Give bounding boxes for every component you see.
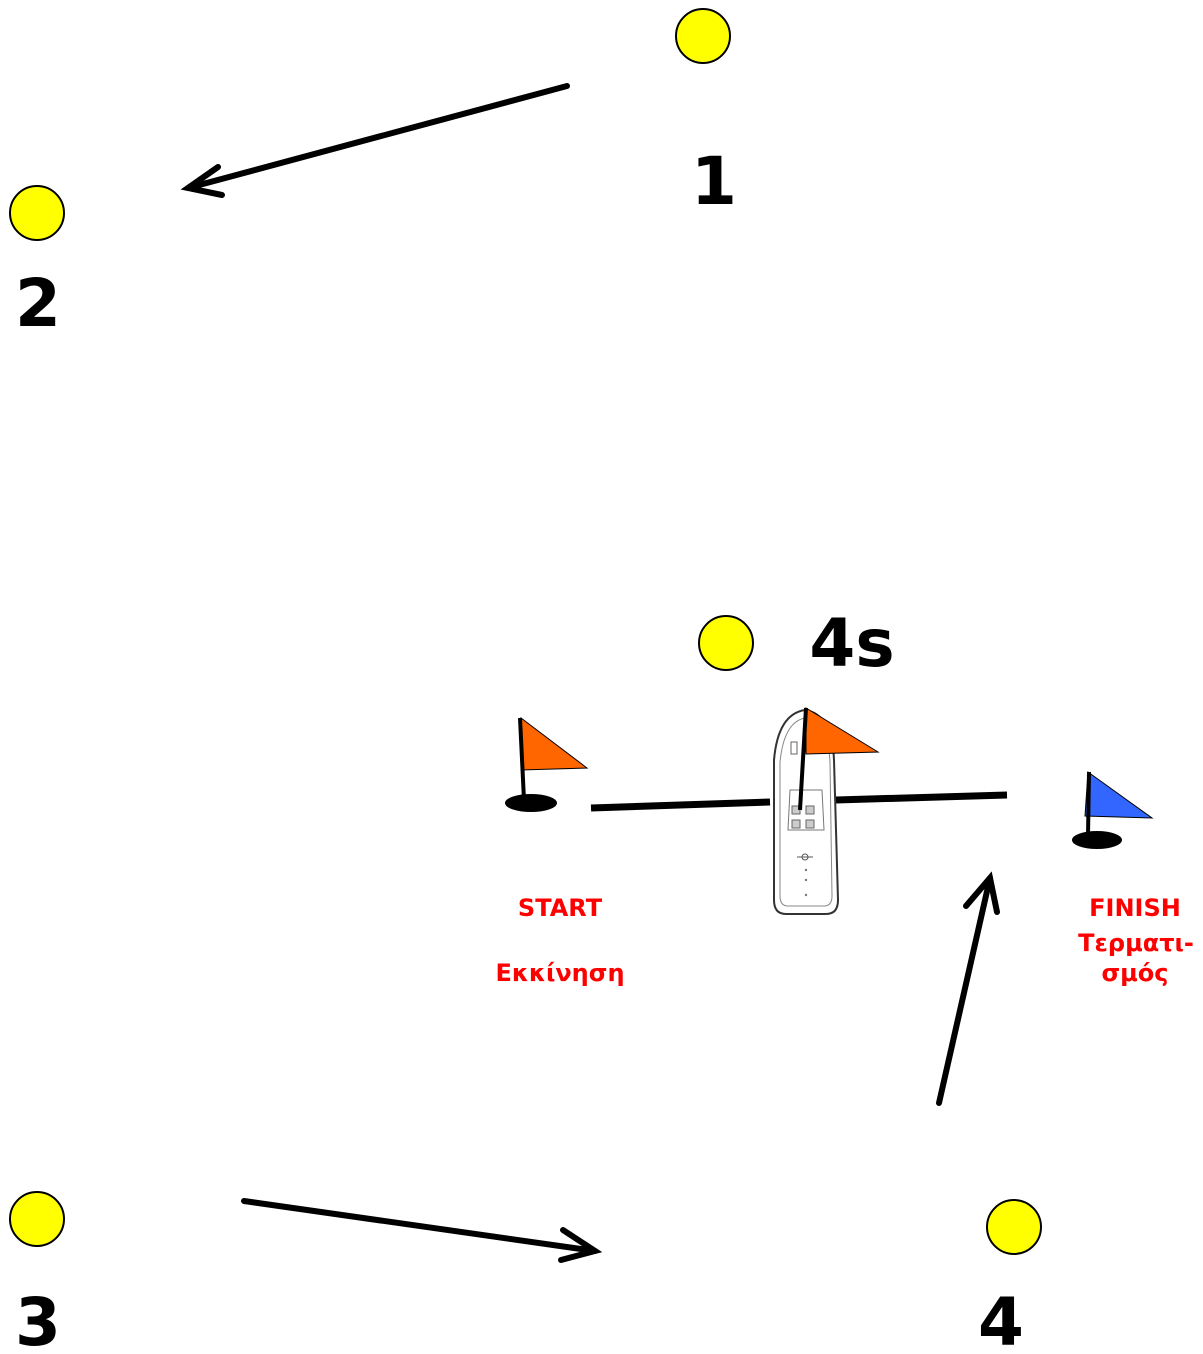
mark-3-label: 3 xyxy=(15,1284,61,1354)
mark-4-label: 4 xyxy=(978,1284,1024,1354)
finish-flag-icon xyxy=(1072,771,1154,849)
buoy-icon xyxy=(9,1191,65,1247)
finish-label-greek-line1: Τερματι- xyxy=(1078,929,1194,957)
mark-2-label: 2 xyxy=(15,265,61,342)
start-label: START xyxy=(518,894,603,922)
buoy-icon xyxy=(675,8,731,64)
arrow-icon xyxy=(936,871,1000,1106)
buoy-icon xyxy=(698,615,754,671)
arrow-icon xyxy=(241,1198,603,1263)
start-flag-icon xyxy=(505,716,589,812)
arrow-icon xyxy=(180,83,570,198)
buoy-icon xyxy=(986,1199,1042,1255)
mark-4s-label: 4s xyxy=(809,605,894,682)
start-line xyxy=(590,798,771,812)
buoy-icon xyxy=(9,185,65,241)
start-line xyxy=(835,791,1008,804)
finish-label: FINISH xyxy=(1089,894,1181,922)
committee-boat-icon xyxy=(773,707,880,915)
mark-1-label: 1 xyxy=(691,143,737,220)
start-label-greek: Εκκίνηση xyxy=(495,959,624,987)
finish-label-greek-line2: σμός xyxy=(1101,959,1168,987)
